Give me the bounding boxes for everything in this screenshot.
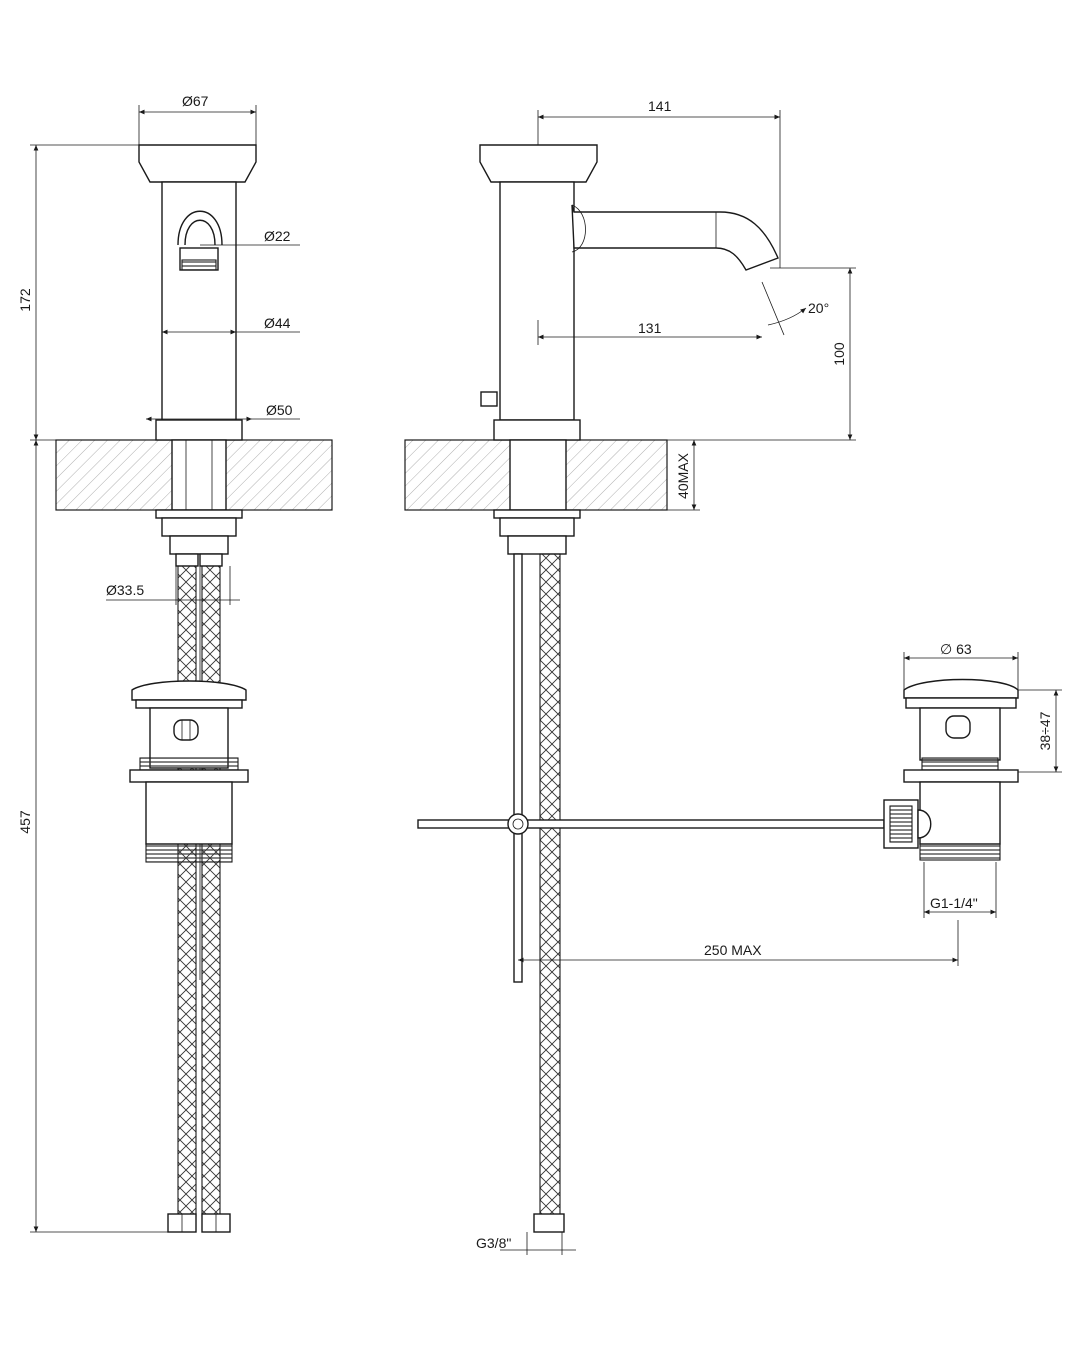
dimension-labels: Ø67 172 Ø22 Ø44 Ø50 Ø33.5 457 141 131 20… [17,93,1053,1251]
waste-view [883,678,1019,861]
label-g38: G3/8" [476,1235,511,1251]
front-view [55,144,333,1233]
front-flange [155,419,243,441]
side-rod-clamp [507,813,529,835]
side-pop-up-knob [480,391,498,407]
label-g114: G1-1/4" [930,895,978,911]
waste-body [919,781,1001,845]
label-h457: 457 [17,810,33,834]
label-h38-47: 38÷47 [1037,711,1053,750]
label-d63: ∅ 63 [940,641,972,657]
front-shank [171,439,227,511]
label-d22: Ø22 [264,228,291,244]
label-angle: 20° [808,300,829,316]
label-w131: 131 [638,320,662,336]
side-hose-nut [533,1213,565,1233]
label-w141: 141 [648,98,672,114]
front-spout [177,210,223,246]
front-hose-left [177,565,197,1217]
label-h100: 100 [831,342,847,366]
front-cap [138,144,257,183]
front-body [161,181,237,421]
front-hose-right [201,565,221,1217]
label-rod: 250 MAX [704,942,762,958]
label-d33-5: Ø33.5 [106,582,144,598]
dimension-lines [30,105,1062,1255]
front-waste [129,680,249,863]
label-h172: 172 [17,288,33,312]
label-d44: Ø44 [264,315,291,331]
side-body [499,181,575,421]
side-cap [479,144,598,183]
side-spout [571,204,779,271]
side-flange [493,419,581,441]
side-hose [539,553,561,1217]
waste-plug [903,678,1019,699]
side-popup-rod [513,553,523,983]
side-view [404,144,885,1233]
label-d50: Ø50 [266,402,293,418]
side-horizontal-rod [417,819,885,829]
label-deck: 40MAX [675,452,691,499]
label-d67: Ø67 [182,93,209,109]
